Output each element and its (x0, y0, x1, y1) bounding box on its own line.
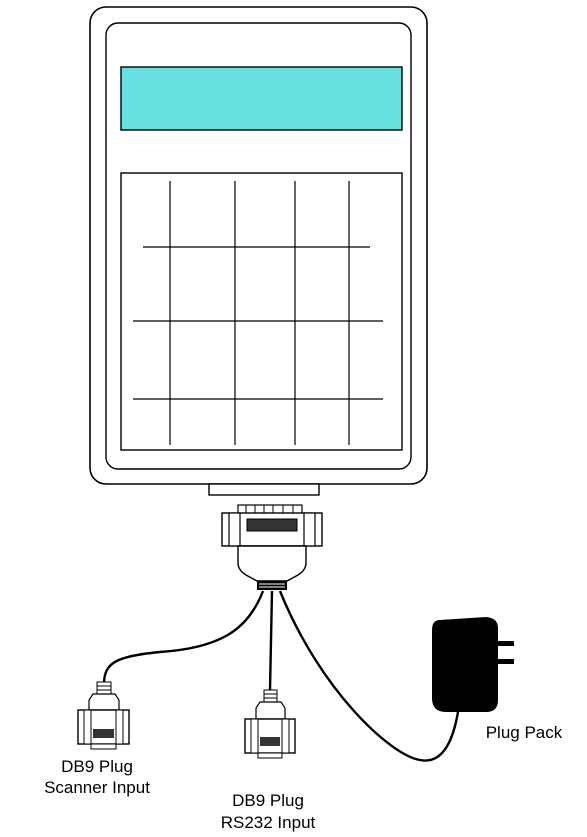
plug-pack (432, 617, 514, 712)
keypad-frame (120, 172, 403, 451)
main-connector-pin-block (246, 518, 298, 532)
cable-to-plug-pack (278, 590, 460, 762)
db9-scanner-pin-block (93, 729, 114, 738)
main-connector (221, 504, 323, 590)
plug-pack-label: Plug Pack (486, 723, 563, 742)
scanner-plug-label-title: DB9 Plug (61, 757, 133, 776)
plug-pack-prong-1 (498, 641, 514, 646)
lcd-display (120, 66, 403, 131)
cables (102, 590, 460, 762)
plug-pack-body (432, 617, 498, 712)
cable-to-scanner-plug (102, 590, 265, 683)
handheld-terminal (89, 6, 428, 485)
db9-plug-rs232 (244, 689, 296, 759)
cable-to-rs232-plug (268, 590, 274, 691)
plug-pack-prong-2 (498, 659, 514, 664)
rs232-plug-label-title: DB9 Plug (232, 791, 304, 810)
main-connector-hood (237, 545, 307, 582)
scanner-plug-label-sub: Scanner Input (44, 778, 150, 797)
db9-plug-scanner (77, 681, 130, 750)
keypad (120, 172, 403, 451)
main-connector-strain-relief (257, 581, 287, 590)
db9-rs232-pin-block (260, 737, 280, 746)
device-bottom-socket (208, 483, 320, 496)
rs232-plug-label-sub: RS232 Input (221, 813, 316, 832)
